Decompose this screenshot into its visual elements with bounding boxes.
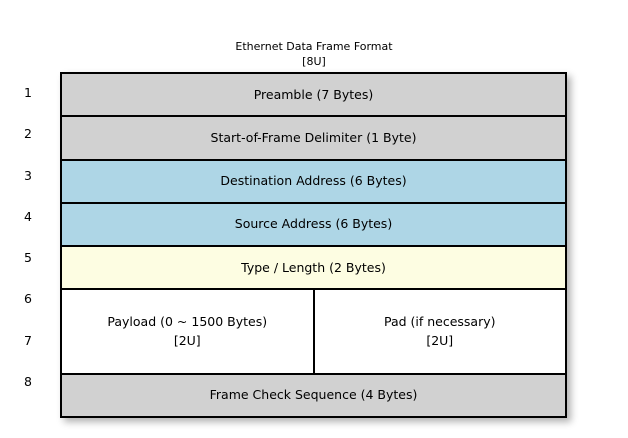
row-number-gutter: 1 2 3 4 5 6 7 8: [0, 72, 56, 402]
table-row: Destination Address (6 Bytes): [60, 158, 567, 204]
table-row: Start-of-Frame Delimiter (1 Byte): [60, 115, 567, 161]
table-row: Payload (0 ~ 1500 Bytes) [2U] Pad (if ne…: [60, 288, 567, 375]
field-pad-note: [2U]: [426, 333, 454, 348]
row-number-6: 6: [24, 291, 32, 307]
table-row: Type / Length (2 Bytes): [60, 244, 567, 291]
field-destination-address: Destination Address (6 Bytes): [60, 158, 567, 204]
field-payload: Payload (0 ~ 1500 Bytes) [2U]: [60, 288, 315, 375]
field-pad: Pad (if necessary) [2U]: [312, 288, 567, 375]
field-start-of-frame-delimiter: Start-of-Frame Delimiter (1 Byte): [60, 115, 567, 161]
table-row: Source Address (6 Bytes): [60, 201, 567, 248]
row-number-1: 1: [24, 85, 32, 100]
page-title: Ethernet Data Frame Format: [235, 40, 393, 53]
table-row: Frame Check Sequence (4 Bytes): [60, 372, 567, 419]
row-number-4: 4: [24, 208, 32, 224]
ethernet-frame-diagram: Preamble (7 Bytes) Start-of-Frame Delimi…: [60, 71, 567, 419]
field-pad-label: Pad (if necessary): [383, 314, 496, 329]
page-title-subtitle: [8U]: [302, 55, 326, 68]
field-source-address: Source Address (6 Bytes): [60, 201, 567, 248]
field-payload-label: Payload (0 ~ 1500 Bytes): [107, 314, 268, 329]
row-number-5: 5: [24, 250, 32, 265]
table-row: Preamble (7 Bytes): [60, 71, 567, 118]
row-number-7: 7: [24, 332, 32, 348]
diagram-title: Ethernet Data Frame Format [8U]: [0, 40, 628, 68]
frame-field-table: Preamble (7 Bytes) Start-of-Frame Delimi…: [60, 71, 567, 419]
field-payload-note: [2U]: [173, 333, 201, 348]
row-number-8: 8: [24, 373, 32, 389]
field-preamble: Preamble (7 Bytes): [60, 71, 567, 118]
field-type-length: Type / Length (2 Bytes): [60, 244, 567, 291]
row-number-2: 2: [24, 126, 32, 142]
field-frame-check-sequence: Frame Check Sequence (4 Bytes): [60, 372, 567, 419]
row-number-3: 3: [24, 167, 32, 183]
